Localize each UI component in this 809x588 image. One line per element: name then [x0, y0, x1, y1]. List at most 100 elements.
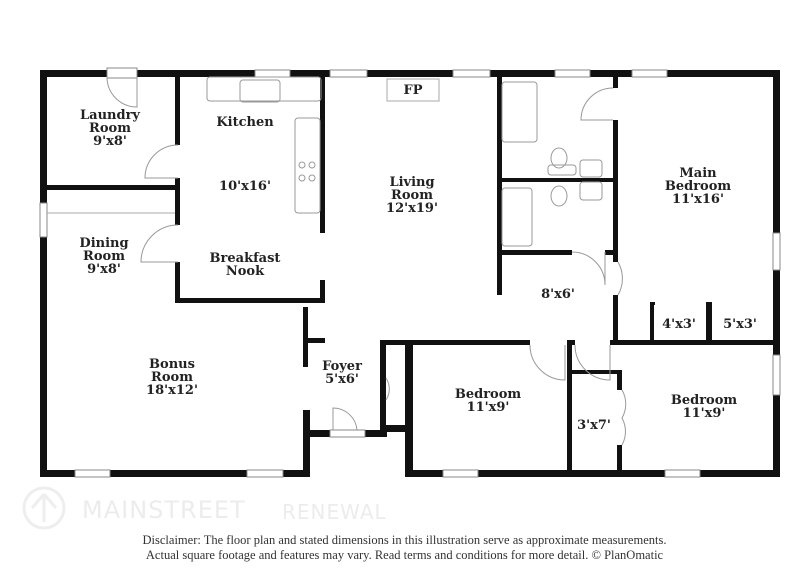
fixture-outline [579, 159, 603, 178]
wall [40, 70, 47, 477]
wall [380, 340, 530, 345]
window [254, 69, 291, 78]
wall [617, 445, 622, 470]
room-label-closet-c: 3'x7' [577, 418, 611, 433]
room-name: Dining [79, 236, 128, 251]
wall [502, 178, 615, 182]
wall [386, 425, 408, 432]
room-size: 3'x7' [577, 418, 611, 433]
fireplace-label: FP [403, 83, 422, 98]
door-swing [571, 251, 606, 286]
wall [320, 77, 325, 233]
window [631, 69, 668, 78]
door-swing [580, 87, 614, 121]
disclaimer-line2: Actual square footage and features may v… [145, 548, 664, 562]
wall [773, 70, 780, 477]
wall [613, 295, 618, 342]
door-swing [529, 344, 566, 381]
room-size: 4'x3' [662, 317, 696, 332]
room-name: Kitchen [216, 115, 274, 130]
logo-line1: MAINSTREET [82, 496, 246, 524]
room-name: Bedroom [671, 393, 738, 408]
wall [567, 340, 572, 470]
room-size: 11'x9' [683, 406, 726, 421]
room-size: 9'x8' [93, 134, 127, 149]
room-name: Living [389, 175, 434, 190]
door-swing [144, 144, 179, 179]
window [329, 69, 368, 78]
wall [408, 470, 780, 477]
door-swing [332, 407, 358, 431]
fireplace [386, 78, 440, 102]
fixture-outline [579, 181, 603, 201]
room-name: Breakfast [210, 251, 281, 266]
room-size: 10'x16' [219, 179, 271, 194]
fixture-outline [294, 117, 321, 214]
wall [605, 250, 618, 255]
wall [47, 185, 175, 190]
room-name: Room [89, 121, 131, 136]
window [74, 469, 111, 478]
wall [40, 470, 310, 477]
fixture-outline [206, 76, 322, 102]
wall [303, 430, 330, 437]
fixture-outline [501, 187, 533, 247]
room-label-hall: 8'x6' [541, 287, 575, 302]
wall [380, 345, 386, 437]
window [442, 469, 479, 478]
wall [405, 342, 413, 477]
room-size: 9'x8' [87, 262, 121, 277]
wall [40, 70, 780, 77]
wall [502, 250, 572, 255]
toilet [550, 147, 568, 169]
wall [320, 280, 325, 303]
stove-burner [308, 174, 316, 182]
fixture-outline [501, 81, 538, 143]
door-swing [106, 76, 138, 108]
exterior-door [106, 67, 138, 79]
wall [617, 370, 622, 390]
window [452, 69, 491, 78]
room-size: 8'x6' [541, 287, 575, 302]
wall [706, 302, 712, 342]
mainstreet-logo-watermark: MAINSTREET RENEWAL [20, 484, 480, 530]
room-size: 12'x19' [386, 201, 438, 216]
stove-burner [298, 161, 306, 169]
room-name: Bonus [149, 357, 195, 372]
room-label-closet-a: 4'x3' [662, 317, 696, 332]
wall [303, 338, 325, 343]
stove-burner [298, 174, 306, 182]
wall [175, 298, 325, 303]
room-name: Laundry [80, 108, 140, 123]
room-name: Room [83, 249, 125, 264]
door-swing [621, 389, 627, 446]
wall [497, 77, 502, 295]
window [329, 429, 366, 438]
logo-line2: RENEWAL [282, 500, 387, 524]
door-swing [385, 377, 390, 401]
wall [613, 77, 618, 88]
wall [303, 410, 310, 477]
fixture-outline [547, 164, 577, 176]
window [554, 69, 591, 78]
window [39, 202, 48, 238]
room-name: Bedroom [665, 179, 732, 194]
wall [175, 262, 180, 303]
room-name: Nook [226, 264, 265, 279]
room-labels: FP LaundryRoom9'x8'Kitchen10'x16'LivingR… [79, 78, 757, 433]
fixture-outline [239, 79, 281, 103]
logo-mark-icon [22, 486, 66, 530]
door-swing [574, 344, 611, 381]
wall [610, 340, 773, 345]
room-size: 11'x9' [467, 400, 510, 415]
disclaimer: Disclaimer: The floor plan and stated di… [0, 533, 809, 563]
wall [572, 370, 620, 374]
room-label-kitchen: Kitchen 10'x16' [216, 115, 274, 194]
